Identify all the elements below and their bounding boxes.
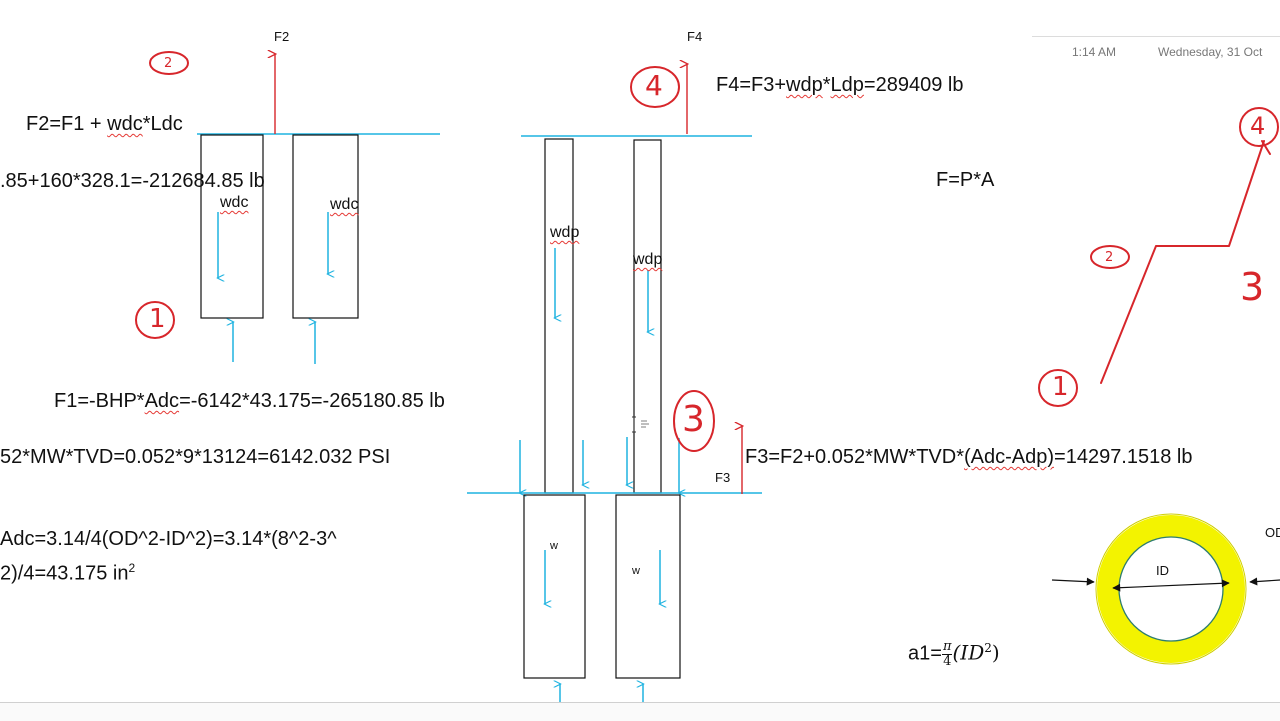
sketch-circle-1 [1038, 369, 1078, 407]
label-od: OD [1265, 525, 1280, 540]
od-left-arrow [1051, 577, 1095, 586]
label-wdc-right: wdc [330, 196, 359, 213]
marker-3-number: 3 [682, 399, 705, 440]
sketch-circle-2 [1090, 245, 1130, 269]
sketch-marker-2: 2 [1105, 250, 1114, 265]
equation-f2: F2=F1 + wdc*Ldc [26, 113, 183, 135]
drill-collar-right-wall [292, 134, 359, 319]
equation-bhp: 52*MW*TVD=0.052*9*13124=6142.032 PSI [0, 446, 391, 468]
marker-4-number: 4 [645, 69, 663, 102]
lower-collar-left-wall [523, 494, 586, 679]
od-right-arrow [1249, 577, 1280, 586]
sketch-marker-1: 1 [1052, 372, 1069, 402]
annulus-inner-edge [1118, 536, 1224, 642]
marker-2-number: 2 [164, 56, 173, 71]
marker-1-number: 1 [149, 304, 166, 334]
label-w-right: w [632, 565, 640, 577]
annulus-ring [1097, 515, 1245, 663]
equation-f4: F4=F3+wdp*Ldp=289409 lb [716, 74, 964, 96]
system-clock-bar: 1:14 AM Wednesday, 31 Oct [1032, 36, 1280, 65]
equation-pressure-area: F=P*A [936, 169, 995, 191]
bottom-edge [0, 702, 1280, 721]
label-wdp-right: wdp [633, 251, 663, 268]
cursor-lines-icon [641, 420, 649, 428]
clock-date: Wednesday, 31 Oct [1158, 45, 1263, 59]
id-dimension-arrow [1112, 579, 1230, 592]
label-f3: F3 [715, 470, 731, 485]
equation-f3: F3=F2+0.052*MW*TVD*(Adc-Adp)=14297.1518 … [745, 446, 1193, 468]
equation-f2-value: .85+160*328.1=-212684.85 lb [0, 170, 265, 192]
equation-adc-line1: Adc=3.14/4(OD^2-ID^2)=3.14*(8^2-3^ [0, 528, 337, 550]
well-profile-sketch [1100, 140, 1265, 384]
text-cursor-icon [632, 416, 636, 433]
label-f4: F4 [687, 29, 703, 44]
equation-adc-line2: 2)/4=43.175 in2 [0, 561, 136, 585]
drill-collar-left-wall [200, 134, 264, 319]
sketch-top-hook [1261, 140, 1271, 155]
circle-marker-1 [135, 301, 175, 339]
label-wdc-left: wdc [220, 194, 249, 211]
sketch-marker-3: 3 [1240, 265, 1265, 309]
sketch-marker-4: 4 [1250, 112, 1266, 140]
drill-pipe-left-wall [544, 138, 574, 494]
label-wdp-left: wdp [550, 224, 580, 241]
circle-marker-3 [673, 390, 715, 452]
label-id: ID [1156, 563, 1169, 578]
label-f2: F2 [274, 29, 290, 44]
clock-time: 1:14 AM [1072, 45, 1117, 59]
sketch-circle-4 [1239, 107, 1279, 147]
equation-f1: F1=-BHP*Adc=-6142*43.175=-265180.85 lb [54, 390, 445, 412]
circle-marker-2 [149, 51, 189, 75]
circle-marker-4 [630, 66, 680, 108]
annulus-outer-edge [1095, 513, 1247, 665]
label-w-left: w [550, 540, 558, 552]
lower-collar-right-wall [615, 494, 681, 679]
